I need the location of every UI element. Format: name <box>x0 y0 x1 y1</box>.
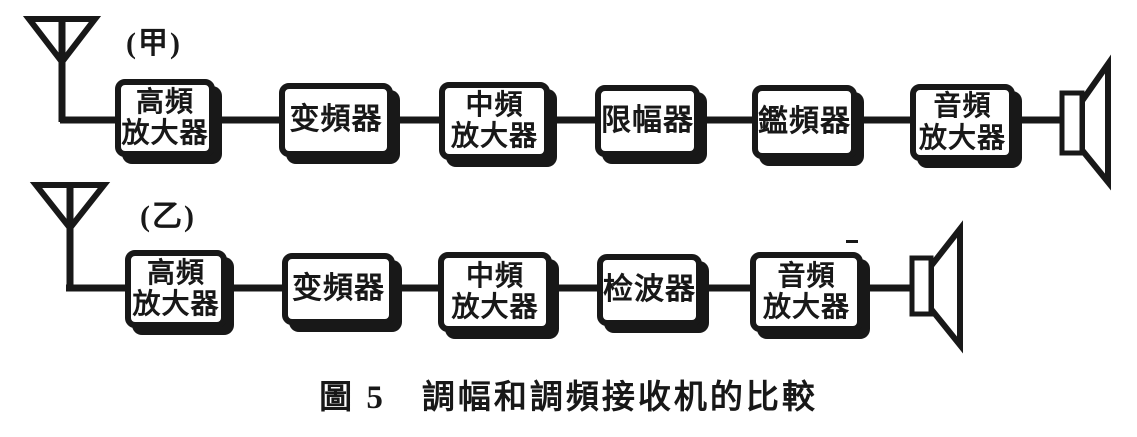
block-frequency-converter: 变頻器 <box>282 253 395 325</box>
speaker-icon <box>909 220 963 354</box>
block-audio-amplifier: 音頻 放大器 <box>910 84 1015 161</box>
block-audio-amplifier: 音頻 放大器 <box>750 252 863 332</box>
speaker-icon <box>1059 54 1111 191</box>
figure-caption: 圖 5 調幅和調頻接收机的比較 <box>319 380 818 416</box>
block-if-amplifier: 中頻 放大器 <box>438 252 552 332</box>
block-frequency-converter: 变頻器 <box>279 83 393 157</box>
antenna-icon <box>29 182 111 290</box>
row-b-label: (乙) <box>140 200 196 233</box>
block-discriminator: 鑑頻器 <box>752 85 857 159</box>
block-limiter: 限幅器 <box>595 85 700 157</box>
ink-speck <box>846 240 858 243</box>
antenna-icon <box>22 16 102 122</box>
block-rf-amplifier: 高頻 放大器 <box>125 250 227 328</box>
block-if-amplifier: 中頻 放大器 <box>439 82 550 160</box>
block-detector: 检波器 <box>597 254 702 326</box>
row-a-label: (甲) <box>126 27 182 60</box>
block-rf-amplifier: 高頻 放大器 <box>115 79 215 157</box>
